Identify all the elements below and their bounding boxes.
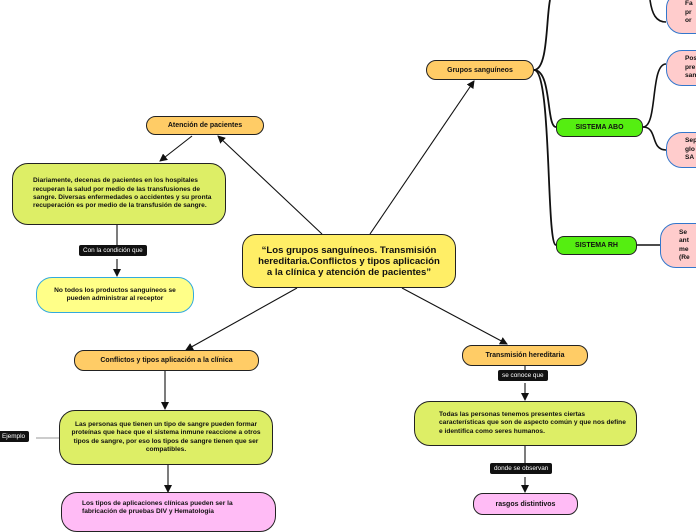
sistema-rh[interactable]: SISTEMA RH: [556, 236, 637, 255]
transmision-description[interactable]: Todas las personas tenemos presentes cie…: [414, 401, 637, 446]
rasgos-distintivos[interactable]: rasgos distintivos: [473, 493, 578, 515]
link-label-condicion: Con la condición que: [79, 245, 147, 256]
abo-note-1[interactable]: Pos pre san: [666, 50, 696, 86]
link-label-se-conoce: se conoce que: [498, 370, 548, 381]
atencion-result[interactable]: No todos los productos sanguíneos se pue…: [36, 277, 194, 313]
connector-lines: [36, 0, 667, 493]
conflictos-description[interactable]: Las personas que tienen un tipo de sangr…: [59, 410, 273, 465]
central-topic[interactable]: “Los grupos sanguíneos. Transmisión here…: [242, 234, 456, 288]
atencion-description[interactable]: Diariamente, decenas de pacientes en los…: [12, 163, 226, 225]
topic-atencion-pacientes[interactable]: Atención de pacientes: [146, 116, 264, 135]
link-label-donde-observan: donde se observan: [490, 463, 553, 474]
grupos-note-top[interactable]: Fa pr or: [666, 0, 696, 34]
conflictos-applications[interactable]: Los tipos de aplicaciones clínicas puede…: [61, 492, 276, 532]
topic-conflictos[interactable]: Conflictos y tipos aplicación a la clíni…: [74, 350, 259, 371]
rh-note[interactable]: Se ant me (Re: [660, 223, 696, 268]
abo-note-2[interactable]: Sep glo SA: [666, 132, 696, 168]
topic-grupos-sanguineos[interactable]: Grupos sanguíneos: [426, 60, 534, 80]
sistema-abo[interactable]: SISTEMA ABO: [556, 118, 643, 137]
link-label-ejemplo: Ejemplo: [0, 431, 30, 442]
topic-transmision-hereditaria[interactable]: Transmisión hereditaria: [462, 345, 588, 366]
